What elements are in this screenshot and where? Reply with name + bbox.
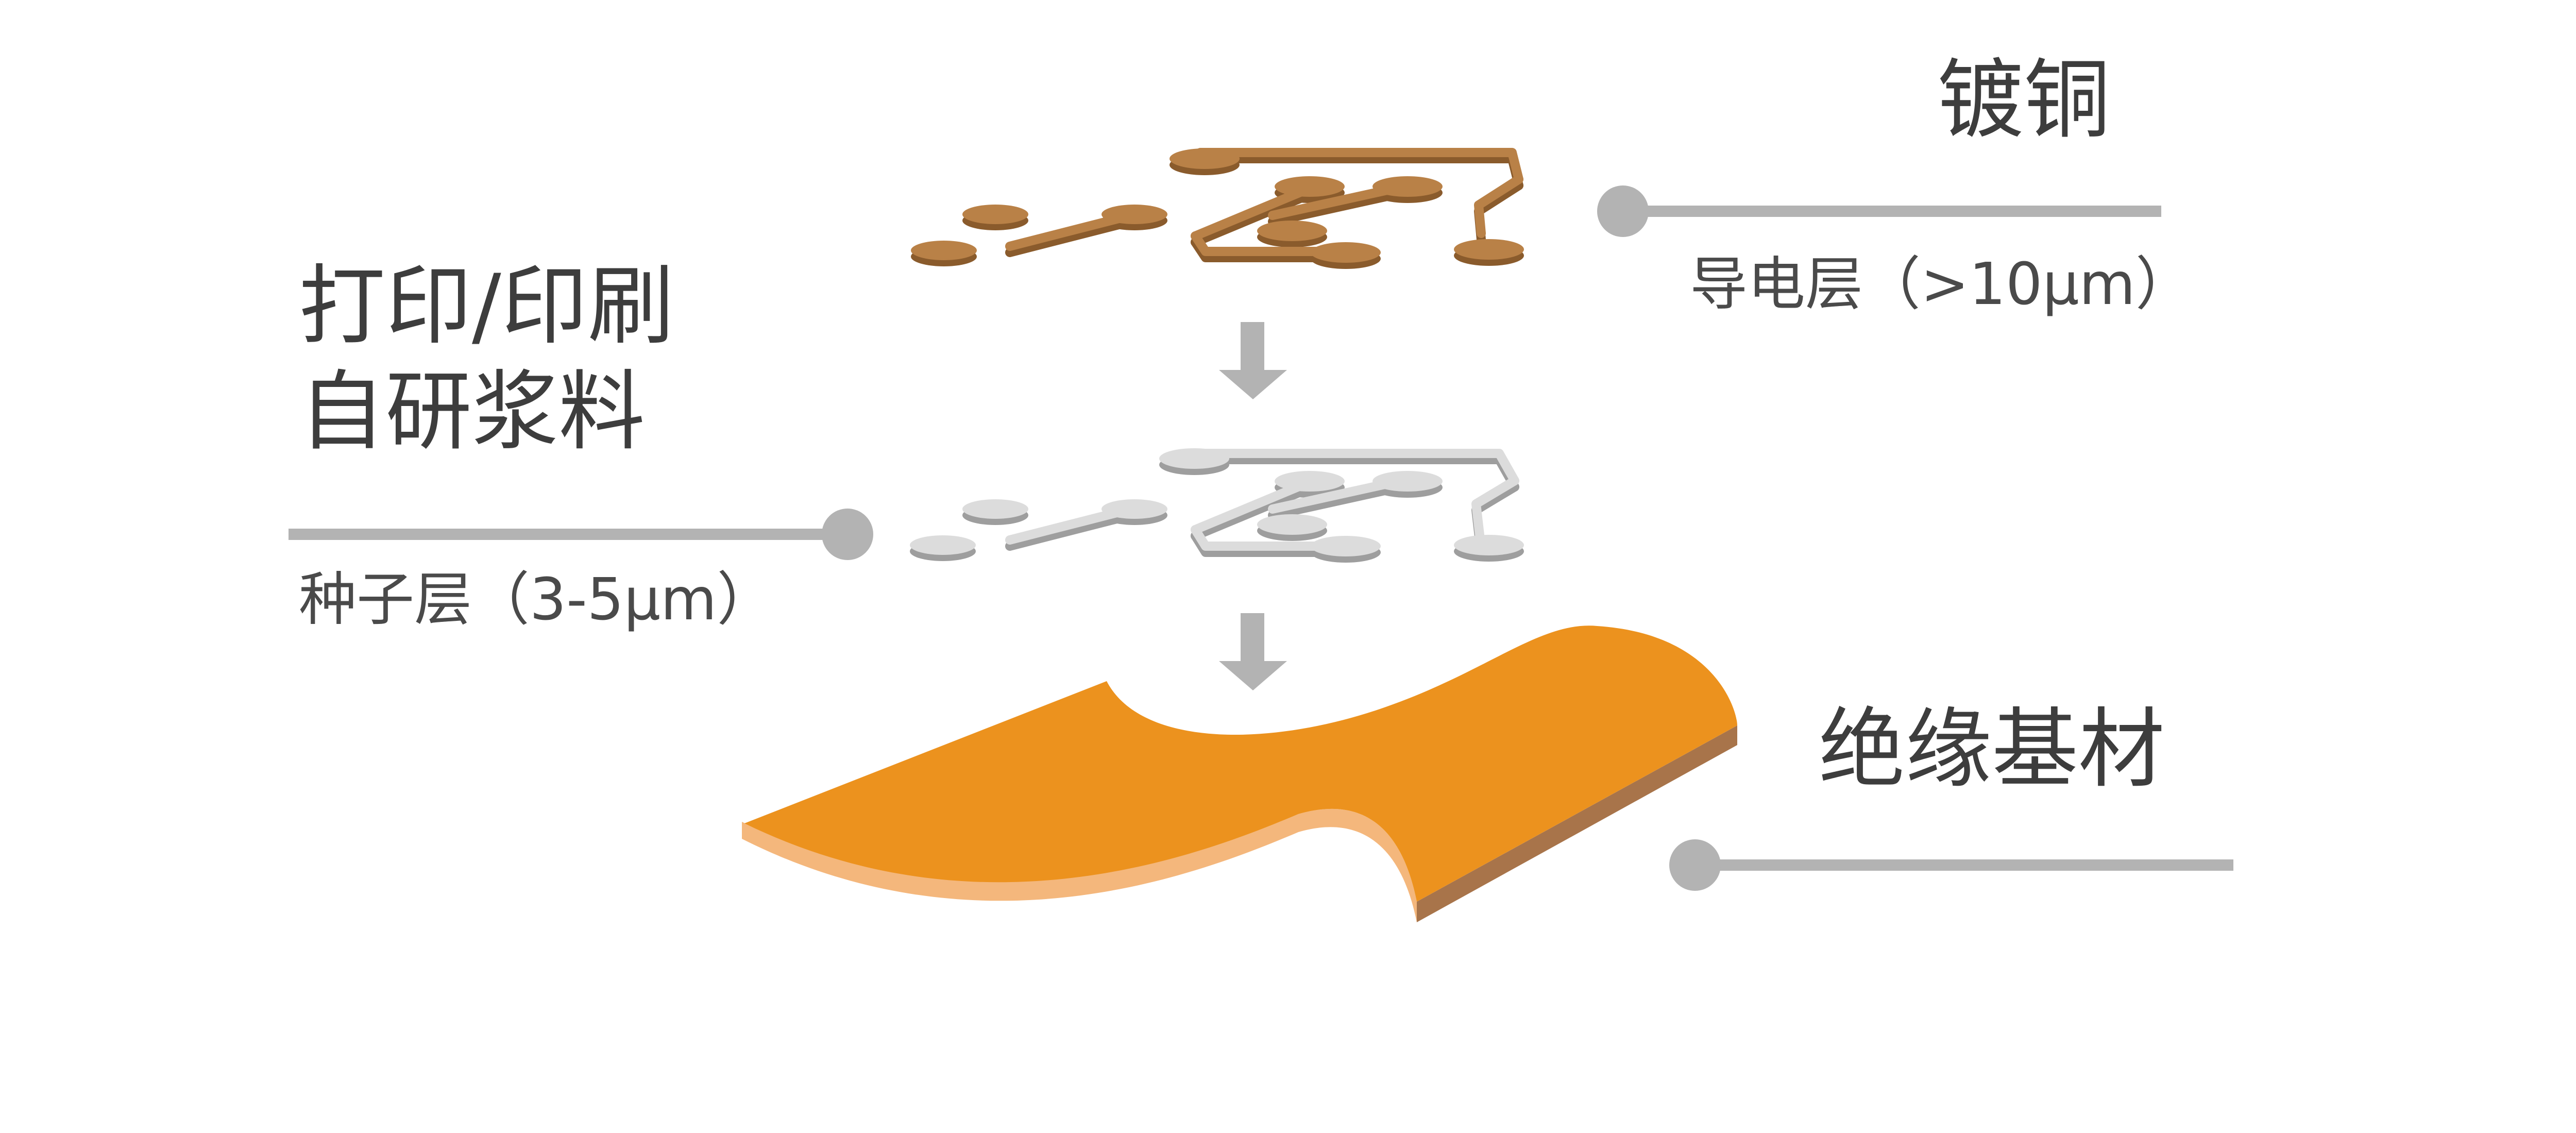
copper-pad (1101, 205, 1167, 224)
seed-pad (910, 535, 976, 555)
substrate-right-edge (1417, 725, 1737, 922)
connector-seed (289, 509, 873, 560)
seed-pad (1275, 471, 1345, 492)
connector-substrate (1669, 839, 2233, 891)
circle-dot-icon (1597, 185, 1649, 237)
label-seed-layer: 种子层（3-5μm） (299, 566, 775, 633)
substrate-front-edge (742, 808, 1417, 922)
copper-pad (1275, 176, 1345, 197)
copper-pad (911, 241, 977, 260)
connector-conductive (1597, 185, 2161, 237)
seed-pad (962, 499, 1028, 519)
label-conductive-layer: 导电层（>10μm） (1690, 251, 2193, 318)
copper-pad (1311, 242, 1381, 263)
seed-pad (1159, 448, 1229, 469)
copper-pad (1170, 148, 1240, 169)
copper-trace-layer (911, 148, 1524, 269)
label-copper-plating: 镀铜 (1937, 49, 2110, 150)
label-slurry: 自研浆料 (299, 361, 645, 462)
seed-pad (1101, 499, 1167, 519)
label-print: 打印/印刷 (299, 256, 674, 357)
circle-dot-icon (822, 509, 873, 560)
seed-pad (1257, 514, 1327, 535)
copper-pad (1257, 221, 1327, 241)
label-insulating-substrate: 绝缘基材 (1819, 699, 2165, 800)
copper-pad (1454, 239, 1524, 260)
circle-dot-icon (1669, 839, 1721, 891)
substrate-top-face (744, 625, 1737, 902)
copper-pad (1372, 176, 1443, 197)
down-arrow-icon (1219, 613, 1287, 690)
seed-pad (1454, 535, 1524, 555)
copper-pad (962, 205, 1028, 224)
seed-pad (1372, 471, 1443, 492)
insulating-substrate-sheet (742, 625, 1737, 922)
down-arrow-icon (1219, 322, 1287, 399)
seed-trace-layer (910, 448, 1524, 563)
seed-pad (1311, 536, 1381, 556)
